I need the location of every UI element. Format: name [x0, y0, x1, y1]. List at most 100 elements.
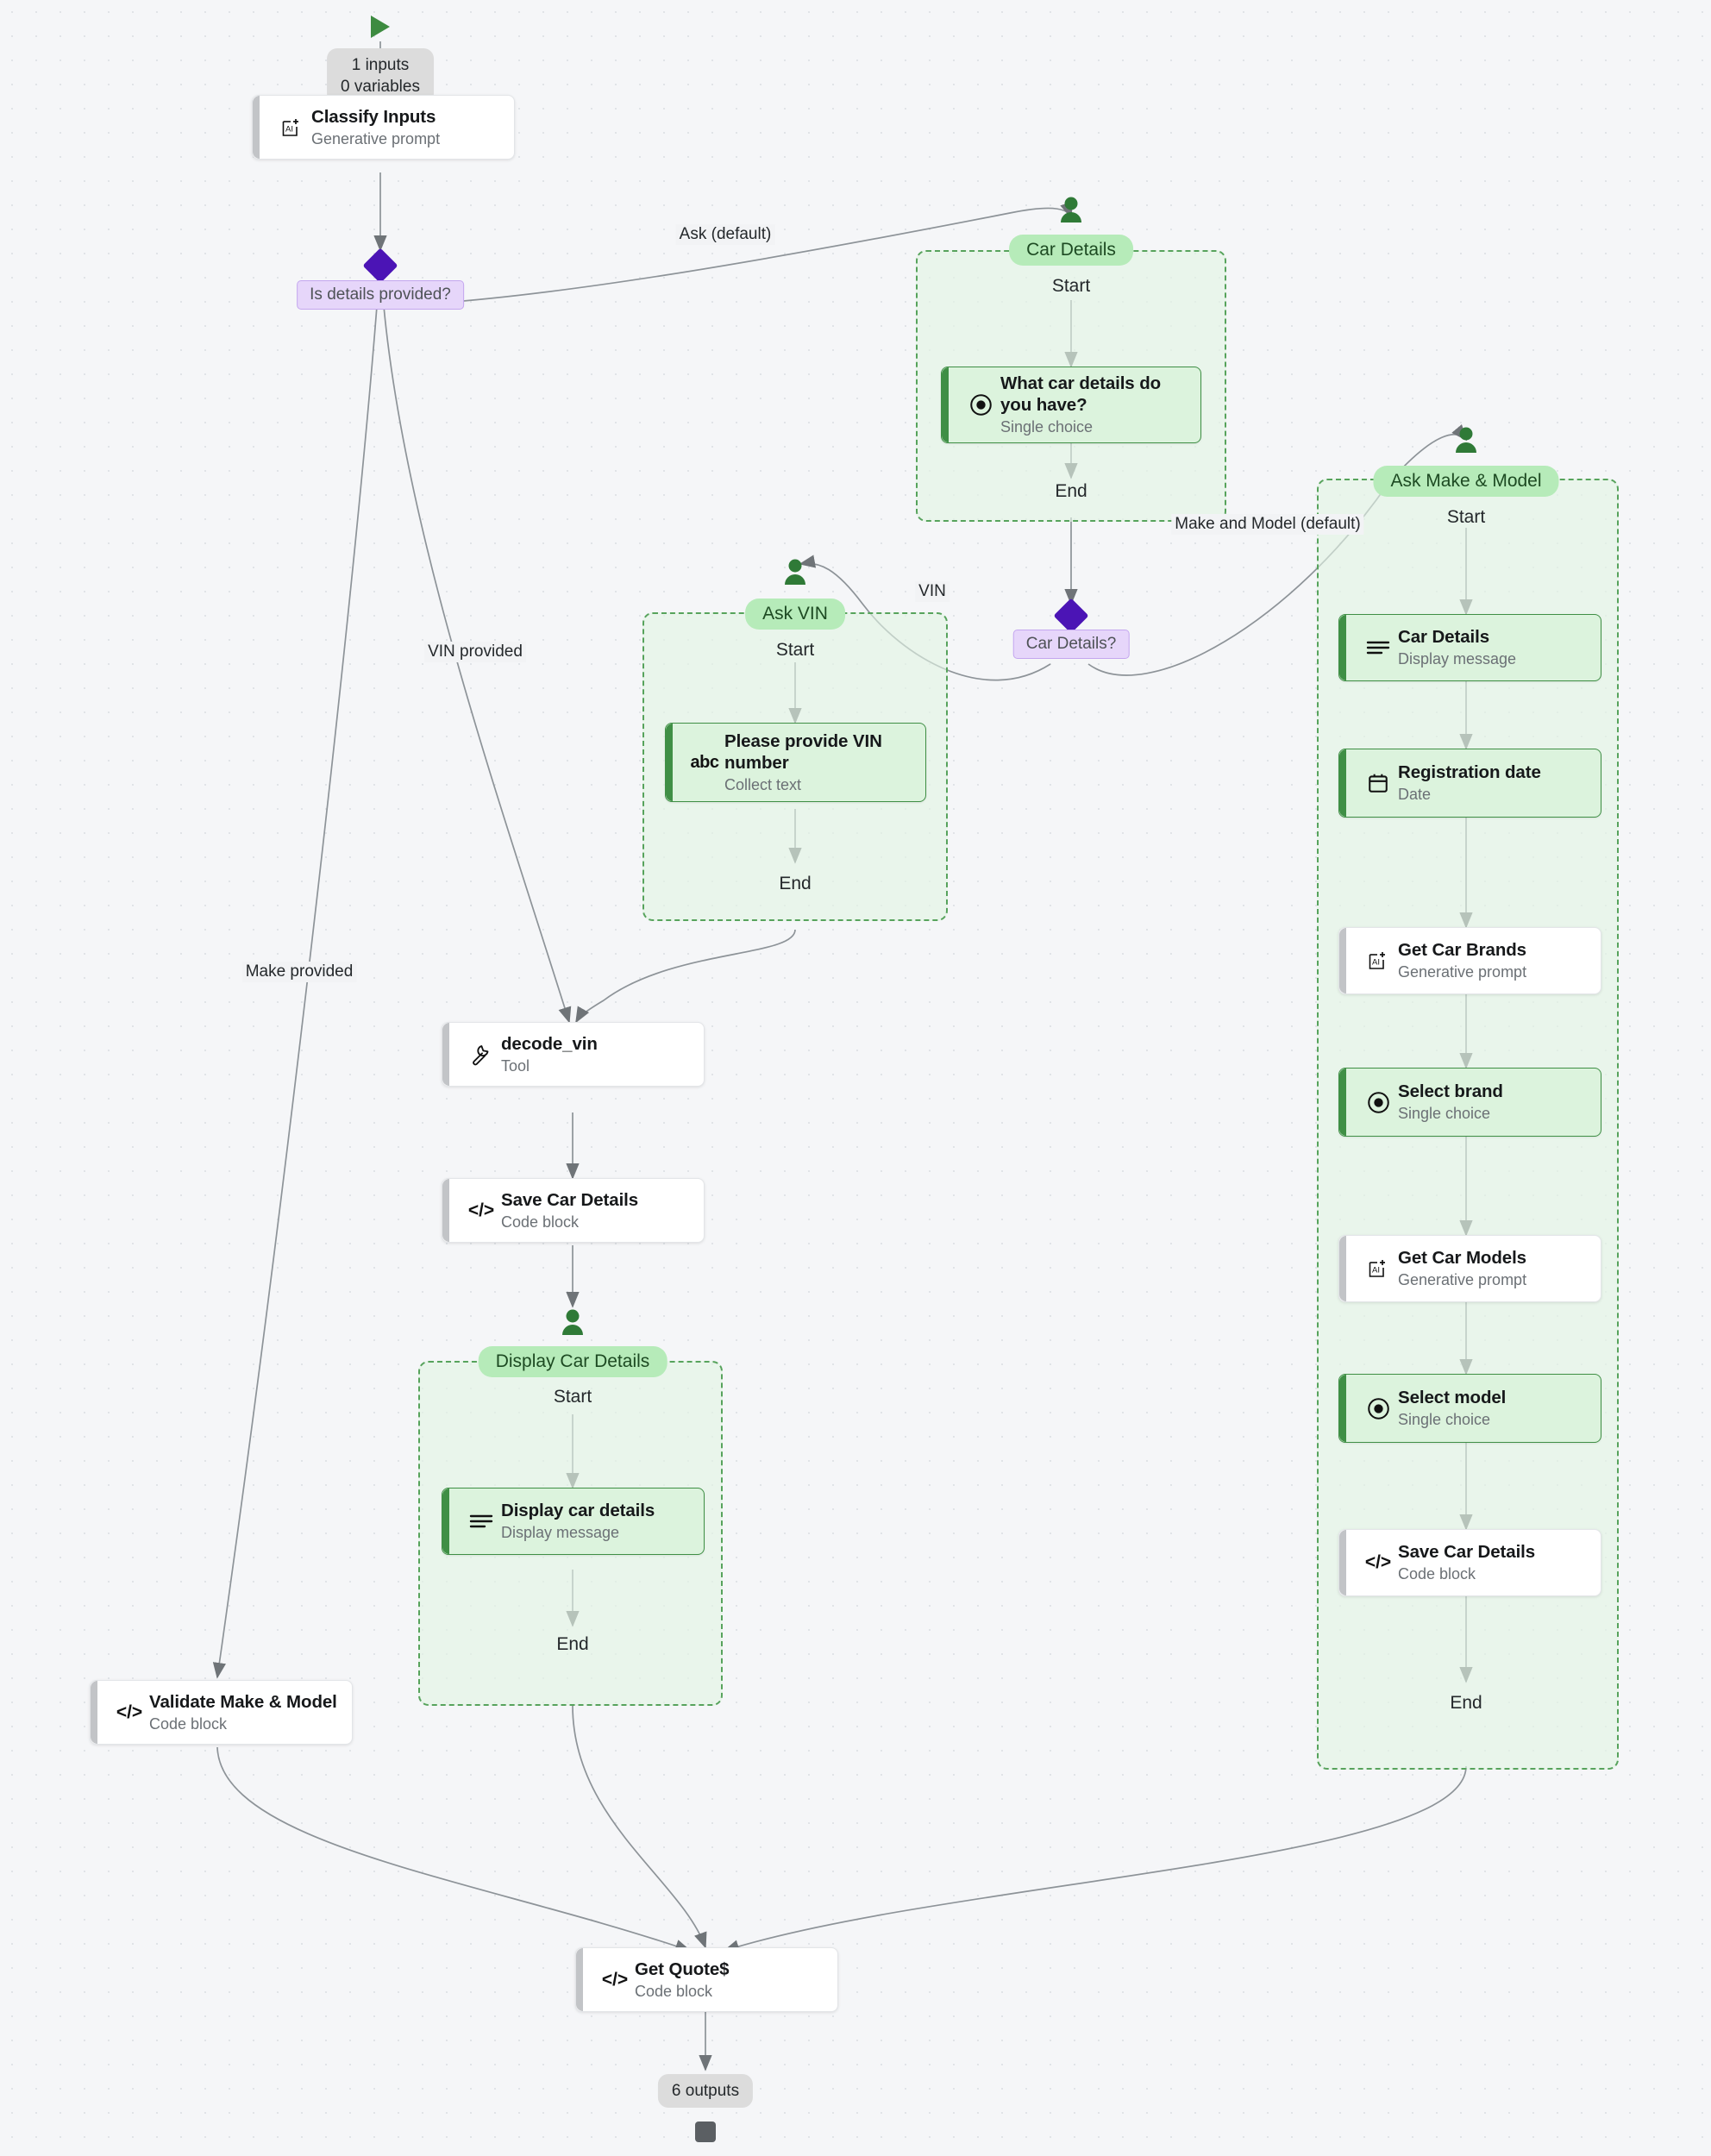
inputs-badge: 1 inputs 0 variables [327, 48, 434, 104]
node-accent-bar [442, 1489, 449, 1554]
node-title: Classify Inputs [311, 106, 436, 127]
node-accent-bar [942, 367, 949, 442]
subflow-start-label: Start [775, 640, 815, 660]
node-title: Select brand [1398, 1081, 1503, 1102]
calendar-icon [1358, 772, 1398, 794]
code-brackets-icon: </> [1364, 1552, 1392, 1572]
node-text: Classify Inputs Generative prompt [311, 106, 452, 149]
node-subtitle: Code block [501, 1213, 580, 1231]
wrench-icon [461, 1044, 501, 1066]
node-accent-bar [1339, 1236, 1346, 1301]
node-subtitle: Collect text [724, 775, 802, 793]
subflow-title-ask-vin: Ask VIN [745, 599, 845, 630]
radio-dot-icon [1358, 1397, 1398, 1420]
node-accent-bar [1339, 749, 1346, 817]
node-title: Get Car Brands [1398, 940, 1526, 961]
node-save-car-details-right[interactable]: </> Save Car Details Code block [1338, 1529, 1601, 1596]
node-text: What car details do you have? Single cho… [1000, 373, 1200, 437]
subflow-end-label: End [779, 874, 812, 893]
subflow-end-label: End [556, 1634, 589, 1654]
node-get-car-brands[interactable]: AI Get Car Brands Generative prompt [1338, 927, 1601, 994]
subflow-end-label: End [1450, 1693, 1482, 1713]
node-text: Display car details Display message [501, 1500, 667, 1543]
node-title: Car Details [1398, 627, 1490, 648]
node-subtitle: Single choice [1000, 418, 1094, 436]
user-icon [561, 1309, 585, 1339]
node-text: Save Car Details Code block [501, 1189, 650, 1232]
node-subtitle: Code block [1398, 1565, 1476, 1583]
node-display-car-details[interactable]: Display car details Display message [442, 1488, 705, 1555]
list-lines-icon [461, 1513, 501, 1530]
node-text: Save Car Details Code block [1398, 1541, 1547, 1584]
user-icon [783, 559, 807, 589]
node-text: Car Details Display message [1398, 626, 1528, 669]
node-subtitle: Display message [1398, 650, 1517, 668]
user-icon [1059, 197, 1083, 227]
node-title: Get Quote$ [635, 1959, 730, 1979]
list-lines-icon [1358, 639, 1398, 656]
decision-diamond-is-details-provided[interactable] [362, 248, 398, 284]
node-title: decode_vin [501, 1033, 598, 1054]
abc-text-icon: abc [690, 752, 719, 772]
node-subtitle: Single choice [1398, 1105, 1491, 1123]
node-car-details-message[interactable]: Car Details Display message [1338, 614, 1601, 681]
node-text: Get Car Brands Generative prompt [1398, 939, 1539, 982]
node-classify-inputs[interactable]: AI Classify Inputs Generative prompt [252, 95, 515, 160]
subflow-end-label: End [1055, 481, 1087, 501]
node-registration-date[interactable]: Registration date Date [1338, 749, 1601, 818]
node-get-quote[interactable]: </> Get Quote$ Code block [575, 1947, 838, 2012]
subflow-start-label: Start [553, 1387, 592, 1407]
node-decode-vin[interactable]: decode_vin Tool [442, 1022, 705, 1087]
node-please-provide-vin[interactable]: abc Please provide VIN number Collect te… [665, 723, 926, 802]
node-title: Save Car Details [1398, 1542, 1536, 1563]
node-subtitle: Tool [501, 1056, 530, 1075]
code-brackets-icon: </> [116, 1702, 143, 1722]
node-title: Registration date [1398, 762, 1541, 783]
subflow-start-label: Start [1051, 276, 1091, 296]
node-text: Get Car Models Generative prompt [1398, 1247, 1539, 1290]
node-title: Select model [1398, 1388, 1507, 1408]
node-accent-bar [1339, 615, 1346, 680]
node-title: Display car details [501, 1501, 655, 1521]
decision-diamond-car-details[interactable] [1053, 598, 1089, 634]
node-subtitle: Generative prompt [1398, 1271, 1527, 1289]
node-accent-bar [442, 1179, 449, 1242]
node-validate-make-model[interactable]: </> Validate Make & Model Code block [90, 1680, 353, 1745]
stop-square-icon [695, 2122, 716, 2142]
node-accent-bar [253, 96, 260, 159]
subflow-title-ask-make-model: Ask Make & Model [1373, 466, 1559, 497]
ai-prompt-icon: AI [272, 116, 311, 139]
node-save-car-details-middle[interactable]: </> Save Car Details Code block [442, 1178, 705, 1243]
node-accent-bar [442, 1023, 449, 1086]
node-accent-bar [1339, 1375, 1346, 1442]
node-accent-bar [1339, 1530, 1346, 1595]
node-subtitle: Code block [149, 1714, 228, 1733]
subflow-title-car-details: Car Details [1009, 235, 1133, 266]
node-accent-bar [1339, 1069, 1346, 1136]
node-subtitle: Display message [501, 1524, 620, 1542]
edge-label-vin-provided: VIN provided [424, 642, 526, 662]
node-text: Get Quote$ Code block [635, 1959, 742, 2002]
node-title: Save Car Details [501, 1189, 639, 1210]
node-select-model[interactable]: Select model Single choice [1338, 1374, 1601, 1443]
node-select-brand[interactable]: Select brand Single choice [1338, 1068, 1601, 1137]
node-accent-bar [1339, 928, 1346, 993]
node-accent-bar [91, 1681, 97, 1744]
decision-label-car-details[interactable]: Car Details? [1012, 630, 1130, 659]
edge-label-make-provided: Make provided [241, 962, 357, 982]
play-triangle-icon [371, 16, 390, 38]
node-title: Validate Make & Model [149, 1691, 337, 1712]
node-subtitle: Generative prompt [1398, 963, 1527, 981]
svg-text:AI: AI [1372, 1266, 1380, 1275]
svg-text:AI: AI [1372, 958, 1380, 968]
code-brackets-icon: </> [601, 1969, 629, 1990]
decision-label-is-details-provided[interactable]: Is details provided? [297, 280, 464, 310]
edge-label-vin: VIN [915, 581, 950, 602]
node-get-car-models[interactable]: AI Get Car Models Generative prompt [1338, 1235, 1601, 1302]
edge-label-make-and-model-default: Make and Model (default) [1171, 514, 1364, 535]
node-subtitle: Date [1398, 786, 1432, 804]
node-what-car-details[interactable]: What car details do you have? Single cho… [941, 367, 1201, 443]
node-text: Select brand Single choice [1398, 1081, 1515, 1124]
subflow-start-label: Start [1446, 507, 1486, 527]
